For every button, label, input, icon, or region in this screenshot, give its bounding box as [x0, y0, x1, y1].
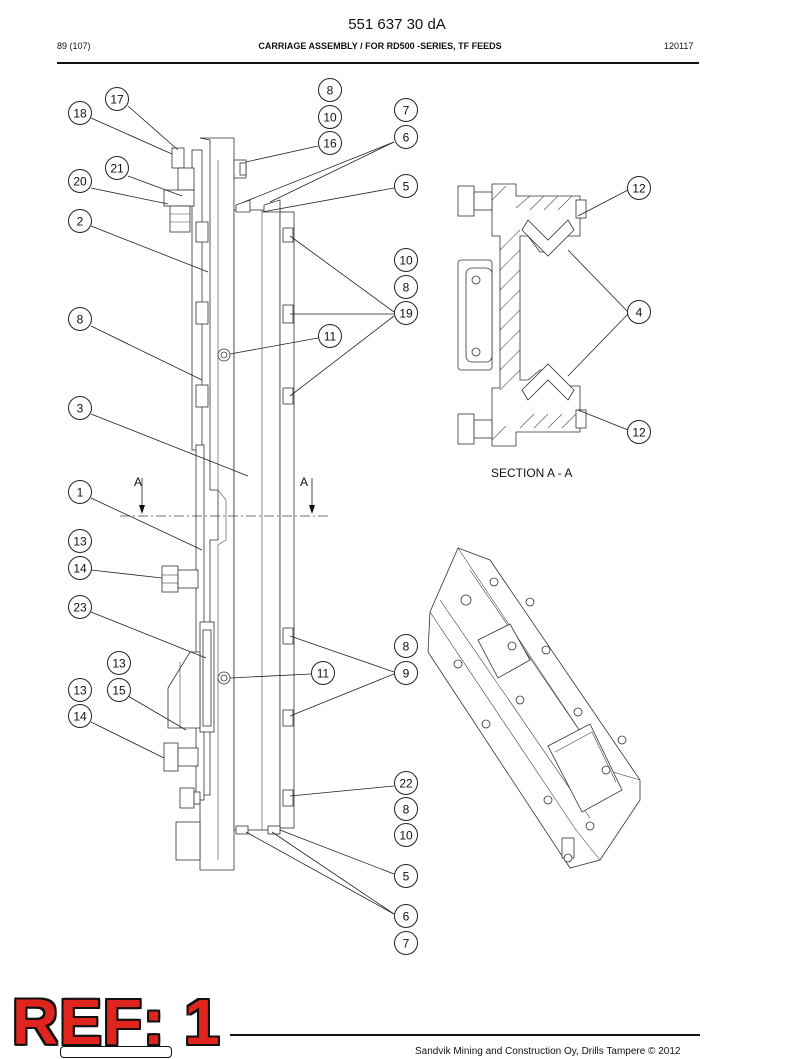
- svg-text:23: 23: [73, 601, 87, 615]
- callout-10-bottom: 10: [394, 823, 418, 847]
- callout-13-lower: 13: [68, 678, 92, 702]
- svg-text:3: 3: [77, 402, 84, 416]
- svg-text:15: 15: [112, 684, 126, 698]
- svg-text:21: 21: [110, 162, 124, 176]
- header-rule: [57, 62, 699, 64]
- svg-text:10: 10: [323, 111, 337, 125]
- callout-5-top: 5: [394, 174, 418, 198]
- isometric-view: [427, 547, 641, 869]
- callout-8-low: 8: [394, 634, 418, 658]
- svg-text:5: 5: [403, 870, 410, 884]
- svg-text:2: 2: [77, 215, 84, 229]
- callout-6-bottom: 6: [394, 904, 418, 928]
- svg-text:14: 14: [73, 562, 87, 576]
- svg-text:1: 1: [77, 486, 84, 500]
- svg-text:6: 6: [403, 910, 410, 924]
- callout-23: 23: [68, 595, 92, 619]
- svg-text:13: 13: [112, 657, 126, 671]
- section-a-a-view: SECTION A - A: [457, 183, 587, 480]
- svg-text:20: 20: [73, 175, 87, 189]
- section-marker-right: A: [300, 475, 308, 489]
- svg-text:12: 12: [632, 182, 646, 196]
- svg-text:13: 13: [73, 684, 87, 698]
- callout-12-lower: 12: [627, 420, 651, 444]
- svg-text:4: 4: [636, 306, 643, 320]
- svg-text:7: 7: [403, 937, 410, 951]
- callout-7-bottom: 7: [394, 931, 418, 955]
- svg-text:17: 17: [110, 93, 124, 107]
- callout-3: 3: [68, 396, 92, 420]
- callout-12-upper: 12: [627, 176, 651, 200]
- svg-text:5: 5: [403, 180, 410, 194]
- callout-11-upper: 11: [318, 324, 342, 348]
- callout-6-top: 6: [394, 125, 418, 149]
- svg-text:8: 8: [403, 281, 410, 295]
- callout-8-top: 8: [318, 78, 342, 102]
- svg-text:8: 8: [403, 803, 410, 817]
- svg-text:12: 12: [632, 426, 646, 440]
- callout-1: 1: [68, 480, 92, 504]
- svg-text:11: 11: [317, 667, 330, 681]
- callout-8-bottom: 8: [394, 797, 418, 821]
- callout-13-upper: 13: [68, 529, 92, 553]
- svg-text:13: 13: [73, 535, 87, 549]
- callout-22: 22: [394, 771, 418, 795]
- svg-text:19: 19: [399, 307, 413, 321]
- svg-text:8: 8: [403, 640, 410, 654]
- svg-text:14: 14: [73, 710, 87, 724]
- callout-10-mid: 10: [394, 248, 418, 272]
- callout-21: 21: [105, 156, 129, 180]
- svg-text:8: 8: [327, 84, 334, 98]
- callout-10-top: 10: [318, 105, 342, 129]
- svg-text:9: 9: [403, 667, 410, 681]
- section-marker-left: A: [134, 475, 142, 489]
- svg-text:10: 10: [399, 829, 413, 843]
- section-label: SECTION A - A: [491, 466, 572, 480]
- callout-14-upper: 14: [68, 556, 92, 580]
- svg-text:8: 8: [77, 313, 84, 327]
- svg-text:7: 7: [403, 104, 410, 118]
- callout-4: 4: [627, 300, 651, 324]
- callout-17: 17: [105, 87, 129, 111]
- callout-2: 2: [68, 209, 92, 233]
- svg-text:18: 18: [73, 107, 87, 121]
- svg-text:16: 16: [323, 137, 337, 151]
- callout-7-top: 7: [394, 98, 418, 122]
- callout-14-lower: 14: [68, 704, 92, 728]
- svg-text:11: 11: [324, 330, 337, 344]
- page-title: CARRIAGE ASSEMBLY / FOR RD500 -SERIES, T…: [258, 41, 502, 51]
- callout-11-lower: 11: [311, 661, 335, 685]
- page-indicator: 89 (107): [57, 41, 91, 51]
- date-code: 120117: [664, 41, 694, 51]
- callout-18: 18: [68, 101, 92, 125]
- footer-rule: [230, 1034, 700, 1036]
- svg-text:22: 22: [399, 777, 413, 791]
- callout-8-mid: 8: [394, 275, 418, 299]
- callout-13-mid: 13: [107, 651, 131, 675]
- callout-16: 16: [318, 131, 342, 155]
- callout-8-left: 8: [68, 307, 92, 331]
- document-number: 551 637 30 dA: [348, 16, 446, 33]
- svg-text:10: 10: [399, 254, 413, 268]
- sandvik-logo: [60, 1046, 172, 1058]
- carriage-side-view: A A: [120, 137, 330, 871]
- callout-5-bottom: 5: [394, 864, 418, 888]
- callout-9: 9: [394, 661, 418, 685]
- callout-19: 19: [394, 301, 418, 325]
- copyright-notice: Sandvik Mining and Construction Oy, Dril…: [415, 1046, 681, 1057]
- leader-lines: [90, 105, 629, 915]
- svg-text:6: 6: [403, 131, 410, 145]
- callout-20: 20: [68, 169, 92, 193]
- callout-15: 15: [107, 678, 131, 702]
